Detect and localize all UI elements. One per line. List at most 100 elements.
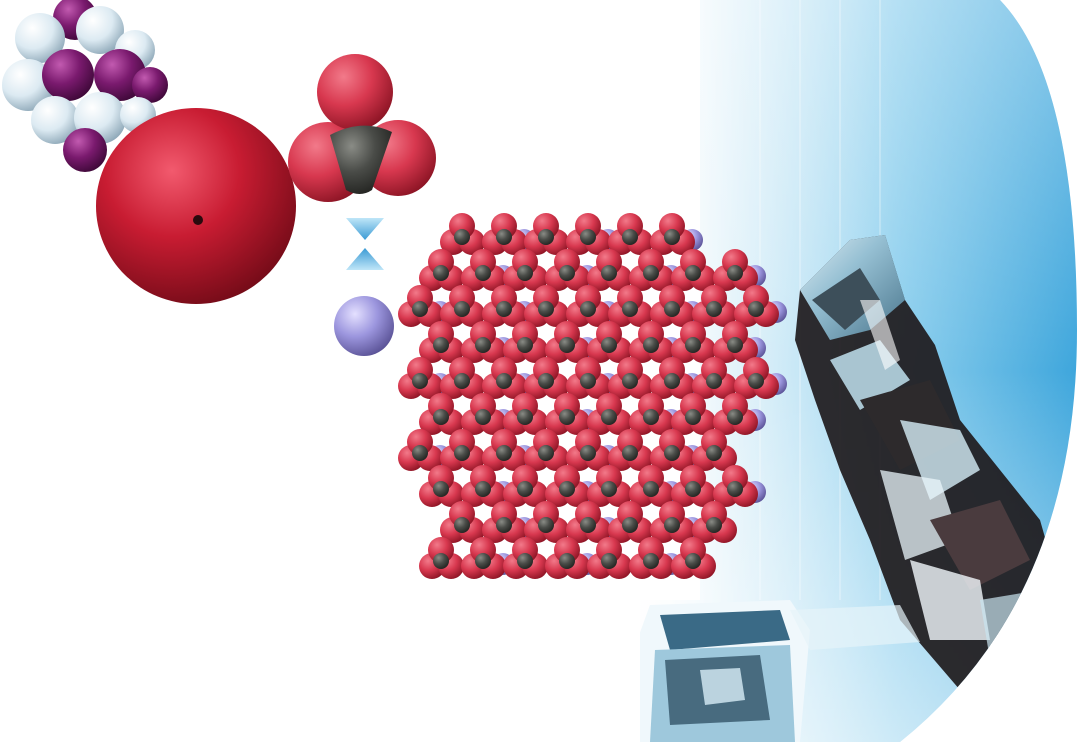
lattice-carbonate-unit: [524, 357, 569, 399]
lattice-carbonate-unit: [608, 501, 653, 543]
lattice-carbonate-unit: [440, 213, 485, 255]
lattice-carbonate-unit: [671, 465, 716, 507]
lattice-carbon-atom: [475, 553, 491, 569]
crystal-column: [795, 235, 1060, 690]
lattice-carbonate-unit: [587, 393, 632, 435]
lattice-carbon-atom: [517, 265, 533, 281]
lattice-carbonate-unit: [713, 321, 758, 363]
lattice-carbonate-unit: [566, 501, 611, 543]
lattice-carbon-atom: [622, 373, 638, 389]
lattice-carbon-atom: [601, 337, 617, 353]
lattice-carbon-atom: [538, 445, 554, 461]
lattice-carbonate-unit: [419, 249, 464, 291]
lattice-carbon-atom: [727, 337, 743, 353]
lattice-carbonate-unit: [545, 537, 590, 579]
lattice-carbonate-unit: [734, 285, 779, 327]
lattice-carbonate-unit: [503, 537, 548, 579]
lattice-carbon-atom: [517, 337, 533, 353]
lattice-carbon-atom: [706, 445, 722, 461]
lattice-carbonate-unit: [587, 249, 632, 291]
calcite-crystal-photo: [640, 0, 1077, 742]
lattice-carbonate-unit: [650, 213, 695, 255]
lattice-carbon-atom: [685, 265, 701, 281]
lattice-carbonate-unit: [608, 357, 653, 399]
lattice-carbon-atom: [433, 481, 449, 497]
lattice-carbon-atom: [412, 373, 428, 389]
calcium-ion-icon: [334, 296, 394, 356]
lattice-carbonate-unit: [650, 285, 695, 327]
lattice-carbonate-unit: [482, 429, 527, 471]
lattice-carbon-atom: [496, 445, 512, 461]
lattice-carbonate-unit: [524, 285, 569, 327]
lattice-carbon-atom: [475, 265, 491, 281]
lattice-carbonate-unit: [629, 537, 674, 579]
lattice-carbonate-unit: [692, 501, 737, 543]
lattice-carbon-atom: [601, 481, 617, 497]
lattice-carbonate-unit: [545, 321, 590, 363]
lattice-carbonate-unit: [608, 429, 653, 471]
lattice-carbon-atom: [664, 445, 680, 461]
lattice-carbon-atom: [727, 481, 743, 497]
lattice-carbon-atom: [664, 229, 680, 245]
lattice-carbon-atom: [454, 517, 470, 533]
lattice-carbonate-unit: [650, 429, 695, 471]
lattice-carbon-atom: [706, 373, 722, 389]
lattice-carbon-atom: [706, 517, 722, 533]
lattice-carbon-atom: [643, 553, 659, 569]
lattice-carbon-atom: [559, 409, 575, 425]
lattice-carbonate-unit: [692, 429, 737, 471]
lattice-carbon-atom: [601, 409, 617, 425]
lattice-carbon-atom: [685, 337, 701, 353]
lattice-carbonate-unit: [587, 321, 632, 363]
lattice-carbonate-unit: [566, 285, 611, 327]
lattice-carbon-atom: [559, 265, 575, 281]
lattice-carbonate-unit: [545, 393, 590, 435]
lattice-carbonate-unit: [398, 429, 443, 471]
lattice-carbonate-unit: [713, 465, 758, 507]
lattice-carbonate-unit: [461, 465, 506, 507]
lattice-carbonate-unit: [524, 429, 569, 471]
lattice-carbon-atom: [664, 301, 680, 317]
lattice-carbon-atom: [496, 373, 512, 389]
lattice-carbonate-unit: [713, 249, 758, 291]
lattice-carbon-atom: [748, 373, 764, 389]
lattice-carbon-atom: [433, 265, 449, 281]
lattice-carbon-atom: [517, 553, 533, 569]
lattice-carbon-atom: [580, 301, 596, 317]
lattice-carbon-atom: [580, 373, 596, 389]
lattice-carbonate-unit: [419, 537, 464, 579]
lattice-carbon-atom: [748, 301, 764, 317]
lattice-carbon-atom: [517, 481, 533, 497]
lattice-carbon-atom: [622, 301, 638, 317]
lattice-carbon-atom: [643, 337, 659, 353]
lattice-carbonate-unit: [713, 393, 758, 435]
lattice-carbon-atom: [559, 337, 575, 353]
lattice-carbonate-unit: [524, 501, 569, 543]
lattice-carbonate-unit: [440, 285, 485, 327]
lattice-carbon-atom: [538, 301, 554, 317]
lattice-carbonate-unit: [398, 357, 443, 399]
lattice-carbonate-unit: [545, 465, 590, 507]
lattice-carbonate-unit: [461, 321, 506, 363]
lattice-carbon-atom: [496, 229, 512, 245]
lattice-carbonate-unit: [671, 393, 716, 435]
lattice-carbonate-unit: [587, 465, 632, 507]
lattice-carbon-atom: [475, 481, 491, 497]
lattice-carbonate-unit: [629, 393, 674, 435]
crystal-block: [640, 600, 920, 742]
lattice-carbonate-unit: [524, 213, 569, 255]
ion-cluster-icon: [2, 0, 168, 172]
lattice-carbonate-unit: [629, 249, 674, 291]
lattice-carbon-atom: [475, 409, 491, 425]
lattice-carbonate-unit: [461, 537, 506, 579]
lattice-carbonate-unit: [419, 321, 464, 363]
lattice-carbonate-unit: [482, 213, 527, 255]
lattice-carbon-atom: [664, 517, 680, 533]
large-ion-sphere: [96, 108, 296, 304]
lattice-carbonate-unit: [692, 285, 737, 327]
lattice-carbonate-unit: [419, 465, 464, 507]
lattice-carbonate-unit: [503, 249, 548, 291]
lattice-carbonate-unit: [650, 501, 695, 543]
lattice-carbon-atom: [580, 517, 596, 533]
